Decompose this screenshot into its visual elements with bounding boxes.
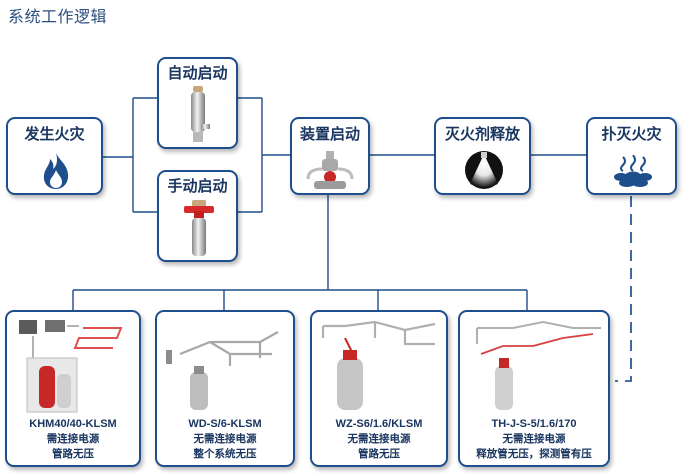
khm40-system-illustration bbox=[19, 320, 123, 413]
product-model: KHM40/40-KLSM bbox=[29, 418, 117, 430]
spray-nozzle-icon bbox=[465, 151, 503, 189]
product-note-2: 管路无压 bbox=[358, 448, 400, 460]
product-note-1: 无需连接电源 bbox=[347, 433, 411, 445]
product-model: WD-S/6-KLSM bbox=[188, 418, 262, 430]
extinguished-embers-icon bbox=[614, 155, 652, 187]
device-start-label: 装置启动 bbox=[299, 126, 360, 143]
khm40-caption: KHM40/40-KLSM 需连接电源 管路无压 bbox=[7, 417, 139, 462]
flame-icon bbox=[43, 153, 69, 189]
wz-s6-system-illustration bbox=[321, 320, 436, 410]
fire-occurs-label: 发生火灾 bbox=[24, 126, 85, 143]
auto-start-label: 自动启动 bbox=[167, 65, 228, 82]
page-title: 系统工作逻辑 bbox=[8, 9, 108, 26]
device-start-box: 装置启动 bbox=[290, 117, 370, 195]
product-model: TH-J-S-5/1.6/170 bbox=[491, 418, 577, 430]
th-j-s5-system-illustration bbox=[476, 320, 601, 410]
auto-actuator-icon bbox=[191, 86, 210, 142]
th-j-s5-caption: TH-J-S-5/1.6/170 无需连接电源 释放管无压，探测管有压 bbox=[460, 417, 608, 462]
product-note-1: 无需连接电源 bbox=[502, 433, 566, 445]
manual-start-label: 手动启动 bbox=[167, 178, 228, 195]
extinguish-box: 扑灭火灾 bbox=[586, 117, 677, 195]
extinguish-label: 扑灭火灾 bbox=[601, 126, 662, 143]
wz-s6-caption: WZ-S6/1.6/KLSM 无需连接电源 管路无压 bbox=[312, 417, 446, 462]
product-note-2: 管路无压 bbox=[52, 448, 94, 460]
product-note-1: 需连接电源 bbox=[46, 433, 100, 445]
valve-assembly-icon bbox=[306, 151, 354, 189]
product-card-wz-s6: WZ-S6/1.6/KLSM 无需连接电源 管路无压 bbox=[310, 310, 448, 467]
manual-start-box: 手动启动 bbox=[157, 170, 238, 262]
product-note-1: 无需连接电源 bbox=[193, 433, 257, 445]
agent-release-label: 灭火剂释放 bbox=[444, 126, 520, 143]
product-card-khm40: KHM40/40-KLSM 需连接电源 管路无压 bbox=[5, 310, 141, 467]
product-note-2: 释放管无压，探测管有压 bbox=[476, 448, 592, 460]
product-model: WZ-S6/1.6/KLSM bbox=[335, 418, 423, 430]
manual-actuator-icon bbox=[184, 200, 214, 256]
auto-start-box: 自动启动 bbox=[157, 57, 238, 149]
fire-occurs-box: 发生火灾 bbox=[6, 117, 103, 195]
product-card-wd-s6: WD-S/6-KLSM 无需连接电源 整个系统无压 bbox=[155, 310, 295, 467]
agent-release-box: 灭火剂释放 bbox=[434, 117, 531, 195]
product-card-th-j-s5: TH-J-S-5/1.6/170 无需连接电源 释放管无压，探测管有压 bbox=[458, 310, 610, 467]
wd-s6-caption: WD-S/6-KLSM 无需连接电源 整个系统无压 bbox=[157, 417, 293, 462]
wd-s6-system-illustration bbox=[166, 331, 279, 410]
product-note-2: 整个系统无压 bbox=[193, 448, 257, 460]
